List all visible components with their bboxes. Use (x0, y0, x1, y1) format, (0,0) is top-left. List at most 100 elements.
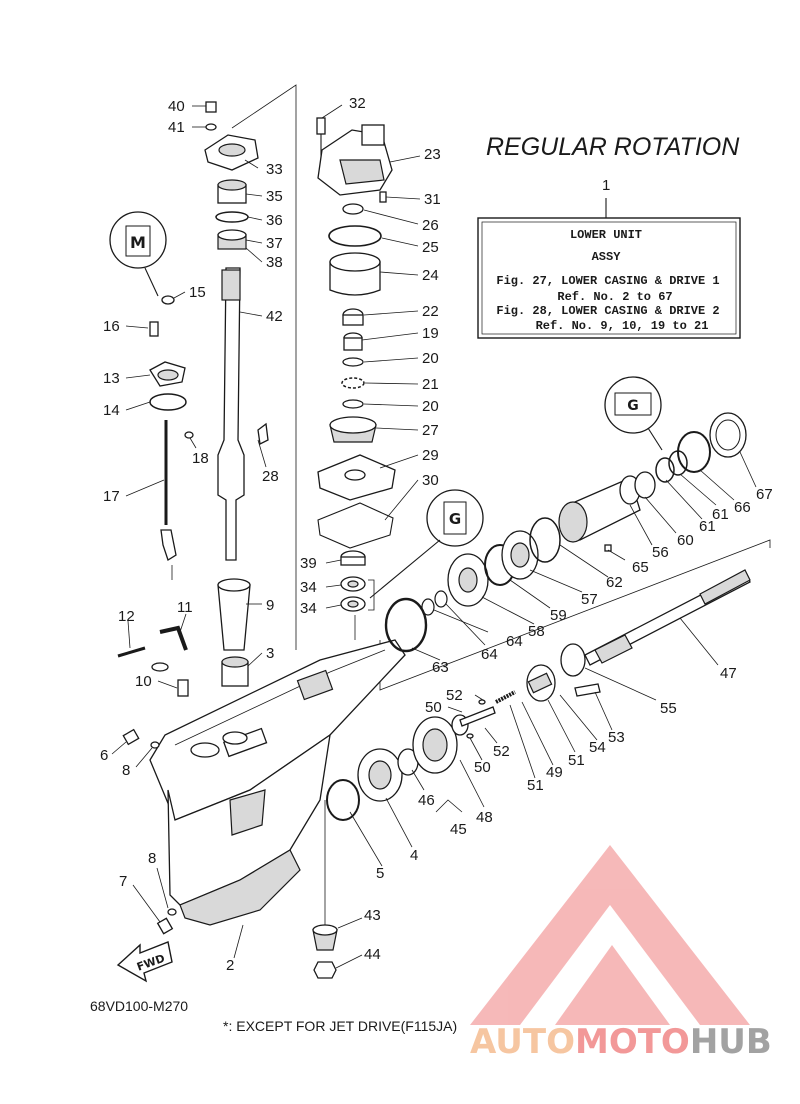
callout-22: 22 (422, 303, 439, 320)
callout-13: 13 (103, 370, 120, 387)
callout-67: 67 (756, 486, 773, 503)
sealant-icon: G (369, 489, 484, 599)
pinion-parts (312, 924, 338, 979)
callout-31: 31 (424, 191, 441, 208)
callout-61b: 61 (712, 506, 729, 523)
callout-40: 40 (168, 98, 185, 115)
assembly-line-1: LOWER UNIT (570, 228, 642, 242)
callout-47: 47 (720, 665, 737, 682)
callout-38: 38 (266, 254, 283, 271)
callout-9: 9 (266, 597, 274, 614)
callout-52b: 52 (493, 743, 510, 760)
assembly-box: LOWER UNIT ASSY Fig. 27, LOWER CASING & … (477, 198, 741, 339)
callout-66: 66 (734, 499, 751, 516)
callout-20a: 20 (422, 350, 439, 367)
callout-7: 7 (119, 873, 127, 890)
drive-shaft-parts (204, 101, 269, 687)
callout-11: 11 (177, 599, 193, 616)
callout-10: 10 (135, 673, 152, 690)
grease-icon-2: G (604, 376, 663, 451)
callout-43: 43 (364, 907, 381, 924)
callout-42: 42 (266, 308, 283, 325)
callout-34b: 34 (300, 600, 317, 617)
callout-50b: 50 (474, 759, 491, 776)
callout-46: 46 (418, 792, 435, 809)
callout-16: 16 (103, 318, 120, 335)
callout-59: 59 (550, 607, 567, 624)
callout-39: 39 (300, 555, 317, 572)
callout-15: 15 (189, 284, 206, 301)
callout-56: 56 (652, 544, 669, 561)
callout-54: 54 (589, 739, 606, 756)
shift-parts (117, 295, 194, 935)
callout-12: 12 (118, 608, 135, 625)
callout-1: 1 (602, 177, 610, 194)
callout-37: 37 (266, 235, 283, 252)
callout-3: 3 (266, 645, 274, 662)
assembly-line-3: Fig. 27, LOWER CASING & DRIVE 1 (496, 274, 719, 288)
callout-17: 17 (103, 488, 120, 505)
callout-34a: 34 (300, 579, 317, 596)
callout-26: 26 (422, 217, 439, 234)
callout-64b: 64 (506, 633, 523, 650)
svg-text:M: M (130, 233, 146, 252)
callout-29: 29 (422, 447, 439, 464)
callout-24: 24 (422, 267, 439, 284)
lower-casing-part (149, 639, 406, 926)
callout-44: 44 (364, 946, 381, 963)
reverse-gear-parts (384, 412, 747, 653)
callout-45: 45 (450, 821, 467, 838)
fwd-arrow-icon: FWD (116, 941, 173, 983)
page-title: REGULAR ROTATION (486, 133, 740, 161)
callout-labels: 40 41 33 35 36 37 38 42 32 23 31 26 25 2… (100, 95, 773, 974)
callout-8b: 8 (148, 850, 156, 867)
callout-61a: 61 (699, 518, 716, 535)
callout-64a: 64 (481, 646, 498, 663)
callout-14: 14 (103, 402, 120, 419)
callout-52a: 52 (446, 687, 463, 704)
assembly-line-4: Ref. No. 2 to 67 (557, 290, 672, 304)
callout-63: 63 (432, 659, 449, 676)
callout-36: 36 (266, 212, 283, 229)
callout-50a: 50 (425, 699, 442, 716)
callout-5: 5 (376, 865, 384, 882)
callout-49: 49 (546, 764, 563, 781)
callout-51b: 51 (568, 752, 585, 769)
callout-19: 19 (422, 325, 439, 342)
watermark-part-1: AUTOMOTOHUB (470, 1022, 772, 1062)
svg-text:G: G (627, 398, 639, 414)
callout-23: 23 (424, 146, 441, 163)
callout-8a: 8 (122, 762, 130, 779)
leader-lines (111, 104, 757, 969)
assembly-line-2: ASSY (592, 250, 622, 264)
svg-text:G: G (449, 510, 461, 528)
callout-58: 58 (528, 623, 545, 640)
callout-53: 53 (608, 729, 625, 746)
callout-21: 21 (422, 376, 439, 393)
callout-33: 33 (266, 161, 283, 178)
assembly-line-6: Ref. No. 9, 10, 19 to 21 (536, 319, 709, 333)
callout-30: 30 (422, 472, 439, 489)
forward-gear-parts (326, 714, 469, 821)
callout-2: 2 (226, 957, 234, 974)
callout-4: 4 (410, 847, 418, 864)
callout-32: 32 (349, 95, 366, 112)
callout-6: 6 (100, 747, 108, 764)
callout-25: 25 (422, 239, 439, 256)
callout-18: 18 (192, 450, 209, 467)
callout-27: 27 (422, 422, 439, 439)
callout-65: 65 (632, 559, 649, 576)
watermark-wordmark: AUTOMOTOHUB (470, 1022, 772, 1062)
callout-55: 55 (660, 700, 677, 717)
callout-51a: 51 (527, 777, 544, 794)
figure-code: 68VD100-M270 (90, 998, 188, 1014)
water-pump-parts (316, 117, 396, 612)
callout-28: 28 (262, 468, 279, 485)
grease-icon: M (109, 211, 167, 297)
callout-48: 48 (476, 809, 493, 826)
assembly-line-5: Fig. 28, LOWER CASING & DRIVE 2 (496, 304, 719, 318)
propeller-shaft-parts (459, 569, 751, 739)
callout-41: 41 (168, 119, 185, 136)
